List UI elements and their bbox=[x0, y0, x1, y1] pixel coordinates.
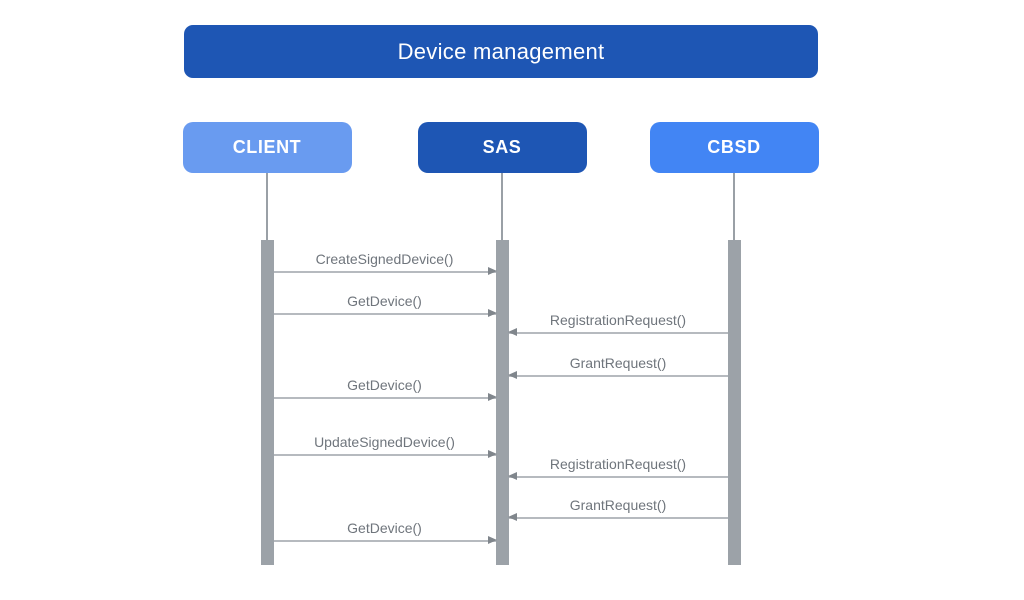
message-line bbox=[273, 454, 496, 456]
actor-box-client: CLIENT bbox=[182, 122, 352, 173]
message-label: UpdateSignedDevice() bbox=[314, 434, 455, 450]
lifeline-sas bbox=[501, 173, 503, 240]
activation-bar-sas bbox=[495, 240, 509, 565]
lifeline-cbsd bbox=[733, 173, 735, 240]
arrowhead-icon bbox=[507, 513, 517, 521]
message-label: GetDevice() bbox=[347, 377, 422, 393]
message-label: RegistrationRequest() bbox=[549, 312, 687, 328]
lifeline-client bbox=[266, 173, 268, 240]
message-label: GetDevice() bbox=[347, 293, 422, 309]
activation-bar-cbsd bbox=[727, 240, 741, 565]
message-line bbox=[508, 476, 728, 478]
arrowhead-icon bbox=[487, 450, 497, 458]
actor-label: SAS bbox=[482, 137, 522, 157]
actor-label: CBSD bbox=[707, 137, 761, 157]
message-line bbox=[273, 540, 496, 542]
message-label: GrantRequest() bbox=[569, 355, 667, 371]
arrowhead-icon bbox=[487, 536, 497, 544]
message-label: GrantRequest() bbox=[569, 497, 667, 513]
actor-label: CLIENT bbox=[232, 137, 302, 157]
message-line bbox=[508, 332, 728, 334]
activation-bar-client bbox=[260, 240, 274, 565]
arrowhead-icon bbox=[507, 328, 517, 336]
message-line bbox=[273, 313, 496, 315]
arrowhead-icon bbox=[487, 267, 497, 275]
message-label: RegistrationRequest() bbox=[549, 456, 687, 472]
arrowhead-icon bbox=[487, 393, 497, 401]
arrowhead-icon bbox=[487, 309, 497, 317]
actor-box-sas: SAS bbox=[417, 122, 587, 173]
message-line bbox=[273, 271, 496, 273]
actor-box-cbsd: CBSD bbox=[649, 122, 819, 173]
message-line bbox=[273, 397, 496, 399]
message-line bbox=[508, 375, 728, 377]
message-label: CreateSignedDevice() bbox=[315, 251, 454, 267]
arrowhead-icon bbox=[507, 371, 517, 379]
arrowhead-icon bbox=[507, 472, 517, 480]
message-label: GetDevice() bbox=[347, 520, 422, 536]
diagram-title: Device management bbox=[184, 25, 818, 78]
message-line bbox=[508, 517, 728, 519]
